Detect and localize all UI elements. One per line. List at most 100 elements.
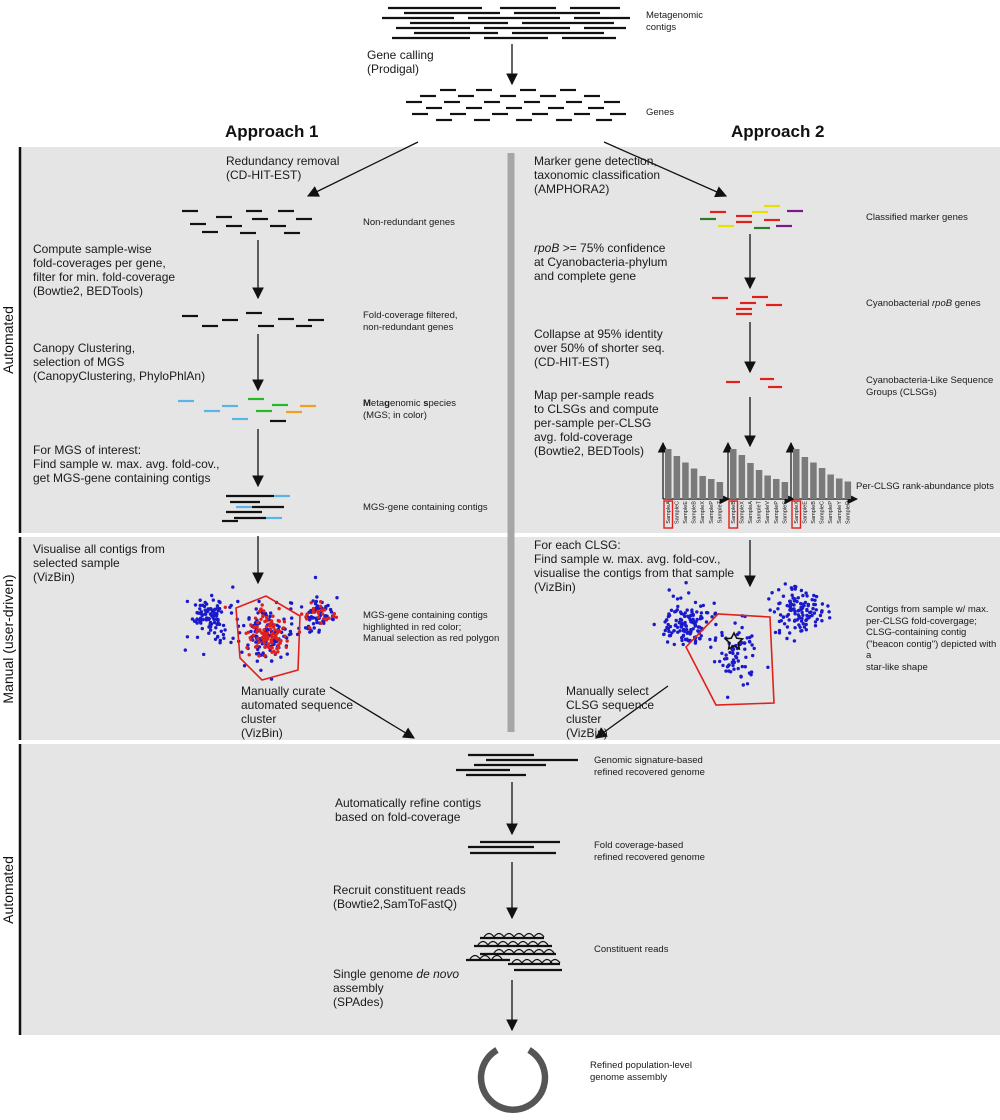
scatter-point: [689, 630, 693, 635]
scatter-point: [309, 629, 314, 633]
read: [511, 958, 523, 964]
scatter-point: [185, 635, 190, 639]
scatter-point: [679, 623, 683, 627]
scatter-point-highlighted: [305, 612, 309, 616]
scatter-point: [790, 607, 794, 612]
scatter-point: [242, 623, 246, 628]
scatter-point: [213, 637, 218, 641]
scatter-point: [736, 659, 740, 663]
scatter-point: [726, 695, 730, 699]
a1-visualise-contigs: Visualise all contigs from selected samp…: [33, 542, 165, 584]
scatter-point: [699, 611, 704, 615]
read: [479, 954, 491, 960]
scatter-point: [667, 634, 672, 638]
scatter-point: [768, 608, 772, 612]
mgs-colored-genes: [178, 397, 316, 423]
scatter-point-highlighted: [269, 640, 273, 644]
mgs-gene-contigs: [222, 494, 290, 523]
scatter-point: [675, 597, 680, 601]
scatter-point: [246, 643, 250, 647]
scatter-point: [728, 650, 732, 655]
max-sample-highlight: [663, 500, 674, 529]
scatter-point-highlighted: [315, 609, 320, 613]
a1-selection-polygon: [235, 595, 301, 681]
scatter-point: [652, 622, 656, 627]
scatter-point: [672, 629, 676, 633]
scatter-point: [216, 635, 220, 639]
scatter-point: [674, 623, 678, 627]
rank-bar: [764, 475, 771, 499]
filtered-genes: [182, 311, 324, 328]
scatter-point: [789, 586, 794, 590]
scatter-point: [203, 600, 207, 605]
scatter-point: [200, 626, 204, 631]
scatter-point: [802, 625, 807, 629]
scatter-point: [710, 615, 714, 619]
metagenomic-contigs: [382, 6, 630, 40]
scatter-point-highlighted: [284, 645, 288, 649]
read: [517, 940, 529, 946]
rank-tick-label: SampleT: [757, 500, 763, 523]
scatter-point: [682, 612, 686, 617]
a1-vizbin-scatter: [183, 575, 339, 681]
scatter-point-highlighted: [277, 606, 281, 611]
a2-label-cyanobacterial-rpob: Cyanobacterial rpoB genes: [866, 298, 981, 309]
scatter-point: [221, 632, 226, 637]
rank-tick-label: SampleB: [692, 501, 698, 524]
a1-label-highlighted: MGS-gene containing contigs highlighted …: [363, 610, 500, 644]
read: [503, 932, 515, 938]
rank-bar: [699, 476, 706, 499]
scatter-point: [795, 599, 799, 604]
scatter-point: [229, 603, 233, 608]
scatter-point: [254, 607, 258, 611]
scatter-point: [231, 585, 235, 589]
scatter-point-highlighted: [274, 634, 278, 638]
rank-tick-label: SampleR: [845, 501, 851, 524]
scatter-point-highlighted: [273, 628, 277, 632]
scatter-point: [214, 626, 218, 630]
scatter-point: [693, 639, 698, 643]
scatter-point: [793, 597, 797, 601]
scatter-point: [689, 618, 693, 622]
scatter-point-highlighted: [265, 619, 269, 623]
scatter-point-highlighted: [282, 620, 287, 624]
scatter-point: [736, 666, 740, 671]
scatter-point-highlighted: [253, 616, 258, 620]
scatter-point: [212, 631, 217, 635]
label-genes: Genes: [646, 107, 674, 118]
scatter-point-highlighted: [276, 646, 281, 650]
a2-selection-polygon: [685, 613, 775, 706]
scatter-point: [800, 616, 804, 621]
scatter-point: [268, 614, 272, 619]
rank-bar: [673, 456, 681, 499]
scatter-point: [256, 647, 260, 652]
scatter-point-highlighted: [271, 625, 276, 629]
scatter-point: [290, 616, 294, 620]
scatter-point: [683, 637, 688, 642]
scatter-point: [743, 647, 747, 651]
scatter-point: [751, 653, 755, 658]
scatter-point: [269, 611, 273, 615]
scatter-point-highlighted: [327, 616, 331, 620]
scatter-point: [736, 651, 740, 656]
scatter-point: [313, 602, 318, 606]
scatter-point: [255, 659, 259, 663]
scatter-point: [223, 628, 227, 632]
scatter-point: [800, 606, 804, 610]
rank-tick-label: SampleS: [782, 501, 788, 524]
scatter-point: [801, 613, 805, 617]
scatter-point: [285, 652, 289, 656]
scatter-point: [708, 637, 712, 642]
rank-bar: [682, 462, 689, 499]
scatter-point-highlighted: [276, 638, 281, 642]
read: [513, 932, 525, 938]
scatter-point: [247, 617, 251, 621]
scatter-point: [720, 651, 724, 655]
scatter-point: [669, 608, 674, 612]
scatter-point: [666, 622, 670, 627]
scatter-point: [699, 634, 703, 638]
scatter-point: [240, 650, 244, 654]
scatter-point: [693, 623, 698, 627]
scatter-point: [801, 602, 805, 606]
